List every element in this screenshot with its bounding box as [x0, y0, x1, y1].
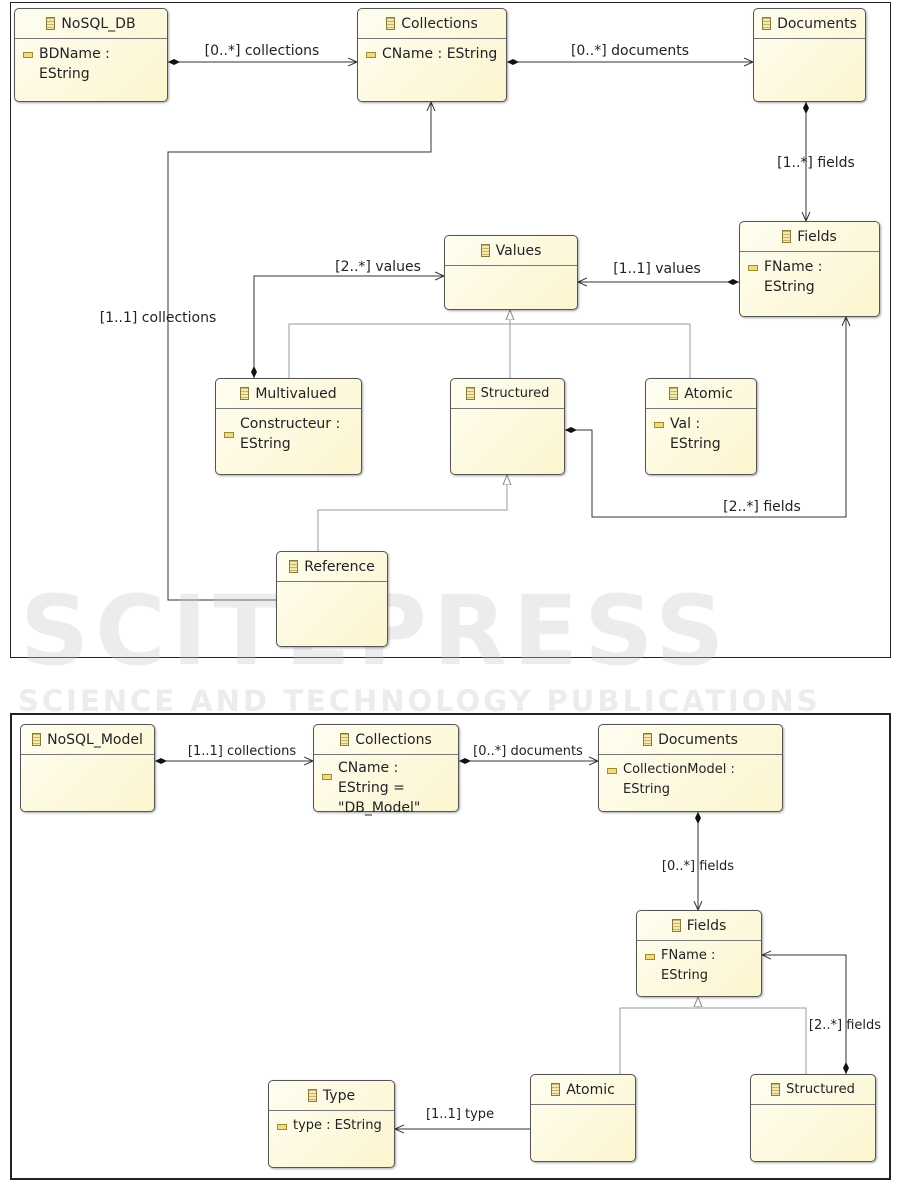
class-icon	[340, 733, 350, 746]
gen-structured	[317, 475, 507, 551]
class-icon	[782, 230, 792, 243]
class-name: Collections	[401, 15, 478, 32]
gen-fields	[619, 997, 807, 1074]
class-icon	[762, 17, 772, 30]
class-values[interactable]: Values	[444, 235, 578, 310]
class-icon	[671, 919, 681, 932]
attribute: FName : EString	[764, 259, 823, 295]
attribute: CollectionModel : EString	[623, 762, 735, 797]
label-documents-fields: [1..*] fields	[777, 155, 855, 171]
attribute: FName : EString	[661, 948, 716, 983]
class-name: Values	[495, 242, 542, 259]
class-icon	[551, 1083, 561, 1096]
class-nosql-model[interactable]: NoSQL_Model	[20, 724, 155, 812]
attribute-icon	[645, 954, 655, 960]
class-name: Atomic	[566, 1081, 615, 1098]
class-icon	[465, 387, 475, 400]
class-icon	[771, 1083, 781, 1096]
watermark-subtitle: SCIENCE AND TECHNOLOGY PUBLICATIONS	[18, 684, 821, 718]
assoc-reference-collections	[167, 102, 431, 601]
attribute-icon	[366, 52, 376, 58]
class-name: Atomic	[684, 385, 733, 402]
label-model-collections: [1..1] collections	[187, 744, 297, 759]
class-name: NoSQL_DB	[61, 15, 136, 32]
attribute-icon	[277, 1124, 287, 1130]
class-name: Collections	[355, 731, 432, 748]
class-name: Structured	[786, 1082, 855, 1097]
assoc-multivalued-values	[254, 276, 444, 378]
attribute: CName : EString	[382, 46, 498, 62]
attribute: Val : EString	[670, 416, 721, 452]
label-reference-collections: [1..1] collections	[99, 310, 217, 326]
class-nosql-db[interactable]: NoSQL_DB BDName : EString	[14, 8, 168, 102]
class-structured[interactable]: Structured	[450, 378, 565, 475]
class-icon	[480, 244, 490, 257]
attribute-icon	[748, 265, 758, 271]
label-collections-documents-2: [0..*] documents	[473, 744, 583, 759]
assoc-structured-fields-2	[762, 955, 846, 1074]
class-type[interactable]: Type type : EString	[268, 1080, 395, 1168]
attribute: CName : EString = "DB_Model"	[338, 760, 421, 816]
class-icon	[669, 387, 679, 400]
class-atomic-2[interactable]: Atomic	[530, 1074, 636, 1162]
attribute-icon	[23, 52, 33, 58]
class-name: Reference	[304, 558, 375, 575]
class-structured-2[interactable]: Structured	[750, 1074, 876, 1162]
bottom-diagram-frame	[10, 713, 891, 1180]
label-multivalued-values: [2..*] values	[335, 259, 421, 275]
attribute: BDName : EString	[39, 46, 110, 82]
attribute-icon	[607, 768, 617, 774]
class-icon	[240, 387, 250, 400]
top-diagram-frame	[10, 2, 891, 658]
class-name: Documents	[658, 731, 738, 748]
label-fields-values: [1..1] values	[613, 261, 701, 277]
class-icon	[46, 17, 56, 30]
class-name: Fields	[686, 917, 727, 934]
attribute-icon	[322, 774, 332, 780]
class-name: Multivalued	[255, 385, 337, 402]
attribute-icon	[654, 422, 664, 428]
attribute: type : EString	[293, 1118, 382, 1133]
class-name: Documents	[777, 15, 857, 32]
class-name: Structured	[480, 386, 550, 401]
label-structured-fields: [2..*] fields	[723, 499, 801, 515]
class-documents[interactable]: Documents	[753, 8, 866, 102]
gen-values	[288, 310, 691, 378]
class-icon	[289, 560, 299, 573]
label-documents-fields-2: [0..*] fields	[661, 859, 735, 874]
class-name: NoSQL_Model	[47, 731, 143, 748]
class-name: Type	[322, 1087, 356, 1104]
label-db-collections: [0..*] collections	[204, 43, 320, 59]
label-collections-documents: [0..*] documents	[570, 43, 690, 59]
class-icon	[386, 17, 396, 30]
attribute: Constructeur : EString	[240, 416, 341, 452]
label-structured-fields-2: [2..*] fields	[808, 1018, 882, 1033]
attribute-icon	[224, 432, 234, 438]
class-icon	[643, 733, 653, 746]
class-reference[interactable]: Reference	[276, 551, 388, 647]
class-name: Fields	[797, 228, 837, 245]
class-icon	[307, 1089, 317, 1102]
class-icon	[32, 733, 42, 746]
assoc-structured-fields	[565, 317, 846, 518]
label-atomic-type: [1..1] type	[425, 1107, 495, 1122]
